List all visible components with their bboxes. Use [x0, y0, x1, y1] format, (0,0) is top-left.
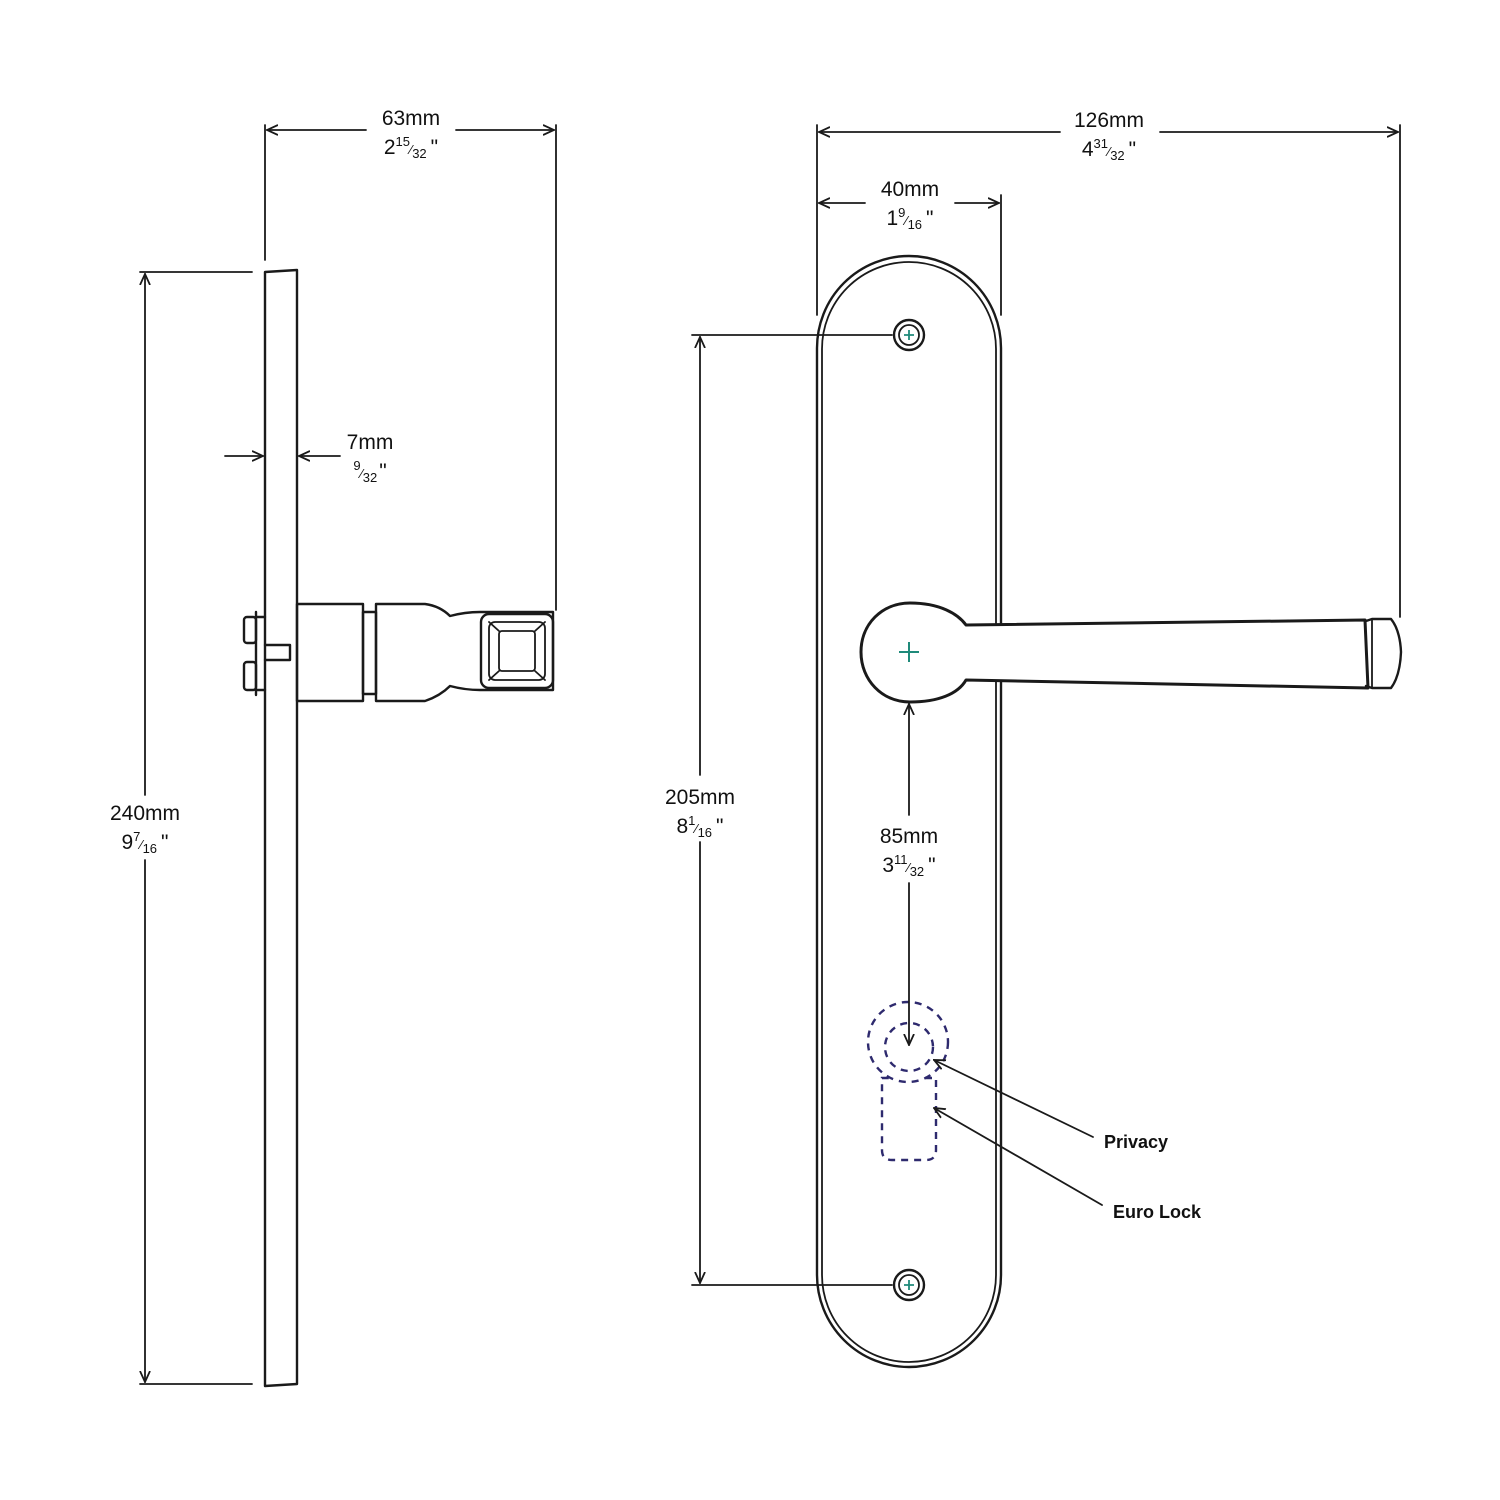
front-backplate [815, 254, 1003, 1369]
plate-height-mm: 240mm [110, 802, 180, 825]
front-lever-end [1364, 617, 1403, 690]
plate-width-inch: 19⁄16" [886, 205, 933, 232]
callout-euro-lock: Euro Lock [934, 1108, 1202, 1222]
privacy-cutout [866, 1000, 950, 1084]
lock-centres-inch: 311⁄32" [882, 852, 935, 879]
side-collar [361, 610, 378, 696]
plate-thickness-mm: 7mm [347, 431, 394, 454]
dim-plate-thickness: 7mm 9⁄32" [224, 431, 394, 485]
front-backplate-inner [821, 261, 997, 1363]
dim-lock-centres: 85mm 311⁄32" [880, 704, 938, 1045]
privacy-label: Privacy [1104, 1132, 1168, 1152]
overall-width-mm: 126mm [1074, 109, 1144, 132]
fixing-centres-mm: 205mm [665, 786, 735, 809]
bottom-screw [892, 1268, 926, 1302]
euro-lock-label: Euro Lock [1113, 1202, 1202, 1222]
fixing-centres-inch: 81⁄16" [676, 813, 723, 840]
callout-privacy: Privacy [934, 1060, 1168, 1152]
dim-plate-height: 240mm 97⁄16" [110, 271, 253, 1385]
top-screw [892, 318, 926, 352]
front-view: 126mm 431⁄32" 40mm 19⁄16" 205mm 81⁄16" [665, 109, 1403, 1369]
side-spindle-screws [242, 610, 292, 697]
plate-height-inch: 97⁄16" [121, 829, 168, 856]
overall-width-inch: 431⁄32" [1082, 136, 1136, 163]
side-lever [374, 602, 555, 703]
overall-depth-inch: 215⁄32" [384, 134, 438, 161]
dim-plate-width: 40mm 19⁄16" [819, 178, 1002, 316]
plate-thickness-inch: 9⁄32" [353, 458, 386, 485]
side-view: 63mm 215⁄32" 7mm 9⁄32" 240mm 97⁄16" [110, 107, 557, 1388]
dim-overall-depth: 63mm 215⁄32" [264, 107, 557, 611]
dim-overall-width: 126mm 431⁄32" [816, 109, 1401, 618]
side-rose [295, 602, 365, 703]
side-lever-end [479, 612, 555, 690]
euro-lock-cutout [880, 1021, 938, 1162]
spindle-center [899, 642, 919, 662]
side-backplate [263, 268, 299, 1388]
dim-fixing-centres: 205mm 81⁄16" [665, 334, 893, 1286]
plate-width-mm: 40mm [881, 178, 939, 201]
lock-centres-mm: 85mm [880, 825, 938, 848]
front-lever [859, 601, 1370, 704]
overall-depth-mm: 63mm [382, 107, 440, 130]
